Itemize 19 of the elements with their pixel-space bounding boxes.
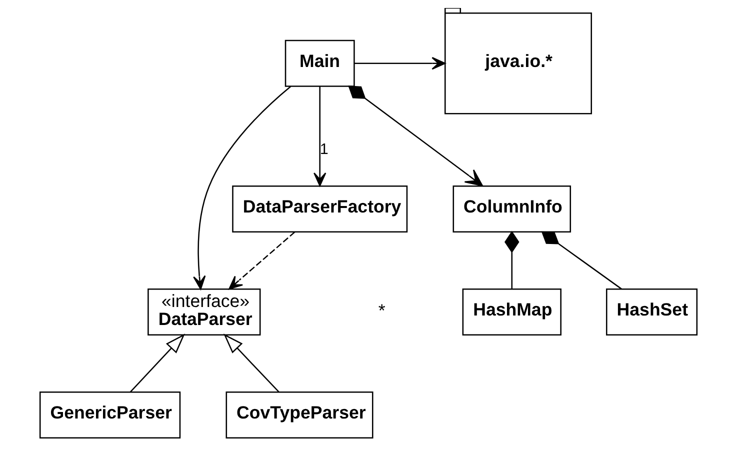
node-box: ColumnInfo bbox=[452, 185, 571, 232]
arrow bbox=[223, 334, 279, 392]
node-box: «interface» DataParser bbox=[147, 288, 260, 336]
node-box: CovTypeParser bbox=[225, 391, 373, 438]
connector bbox=[540, 231, 622, 290]
arrow bbox=[192, 86, 291, 290]
arrow bbox=[313, 86, 326, 186]
node-box: HashMap bbox=[462, 288, 561, 336]
arrow bbox=[354, 57, 446, 70]
node-box: GenericParser bbox=[38, 391, 180, 438]
node-box: DataParserFactory bbox=[232, 185, 408, 232]
node-box: Main bbox=[284, 40, 354, 87]
arrow bbox=[228, 232, 295, 290]
node-box: HashSet bbox=[606, 288, 698, 336]
edge-label: 1 bbox=[319, 140, 328, 158]
arrow bbox=[129, 334, 185, 392]
connector bbox=[504, 230, 519, 289]
label: * bbox=[378, 300, 385, 321]
arrow bbox=[348, 86, 483, 186]
